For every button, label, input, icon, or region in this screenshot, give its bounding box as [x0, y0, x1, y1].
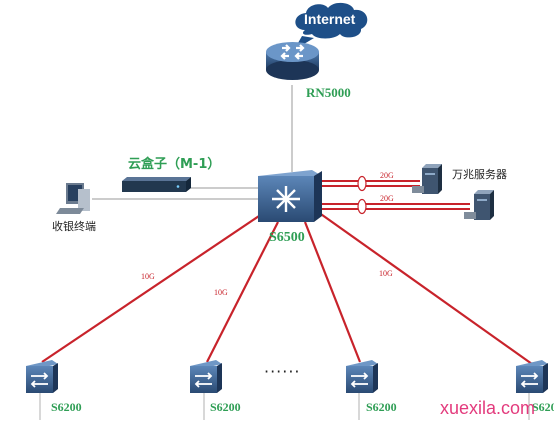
link-bundle-marker: [357, 175, 367, 192]
server-icon: [464, 190, 494, 220]
access-switch-label: S620: [532, 401, 554, 413]
router-label: RN5000: [306, 85, 351, 100]
router-icon: [266, 42, 319, 80]
access-switch-label: S6200: [51, 400, 82, 414]
access-switch-label: S6200: [210, 400, 241, 414]
core-switch-label: S6500: [269, 230, 305, 245]
access-switch-label: S6200: [366, 400, 397, 414]
ellipsis-more-switches: ······: [264, 362, 301, 381]
link-bundle-marker: [357, 198, 367, 215]
link-20g-label-bottom: 20G: [380, 194, 394, 203]
cloudbox-label: 云盒子（M-1）: [128, 157, 221, 172]
access-switch-icon: [26, 360, 58, 393]
cloudbox-device-icon: [122, 177, 191, 192]
terminal-label: 收银终端: [52, 220, 96, 233]
link-20g-label-top: 20G: [380, 171, 394, 180]
access-switch-icon: [190, 360, 222, 393]
access-switch-icon: [346, 360, 378, 393]
watermark: xuexila.com: [440, 398, 536, 418]
access-switch-icon: [516, 360, 548, 393]
internet-label: Internet: [304, 11, 356, 27]
link-10g-label-left: 10G: [141, 272, 155, 281]
server-label: 万兆服务器: [452, 168, 507, 181]
link-10g-label-right: 10G: [379, 269, 393, 278]
link-10g-label-center: 10G: [214, 288, 228, 297]
server-icon: [412, 164, 442, 194]
10g-links: [41, 211, 533, 365]
core-switch-icon: [258, 170, 322, 222]
20g-links: [318, 180, 470, 210]
terminal-pc-icon: [56, 183, 90, 214]
